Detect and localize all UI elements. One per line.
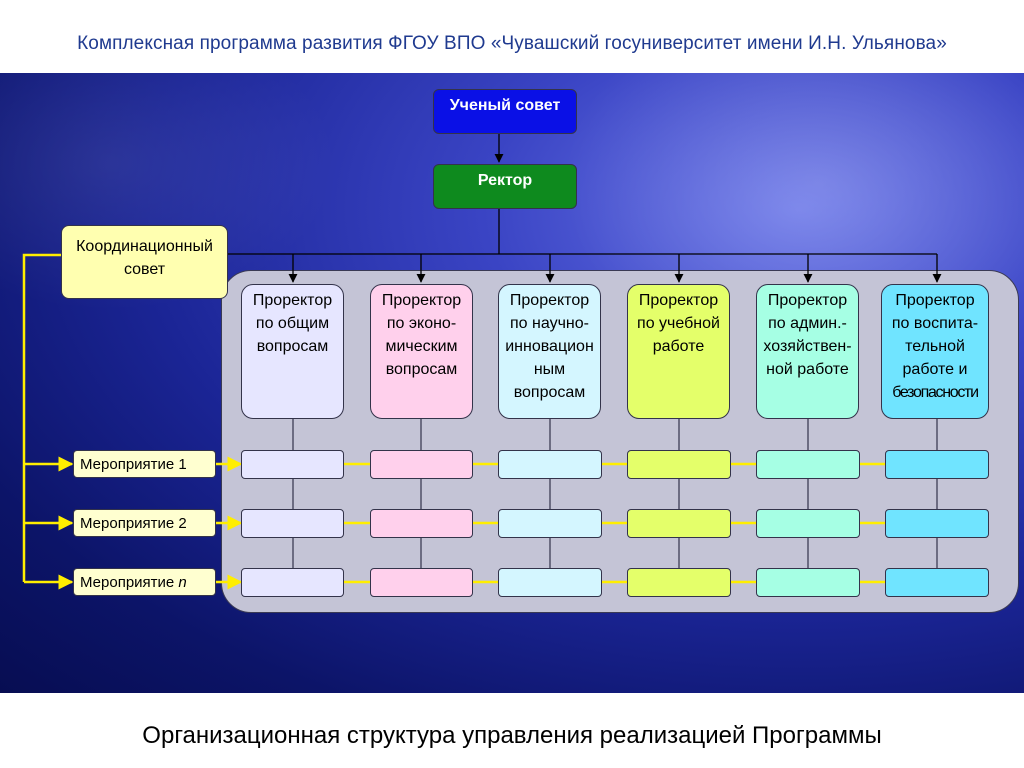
academic-council-box: Ученый совет [433, 89, 577, 134]
task-cell [241, 450, 344, 479]
rector-box: Ректор [433, 164, 577, 209]
task-cell [627, 450, 731, 479]
task-cell [370, 509, 473, 538]
vice-rector-economics: Проректор по эконо- мическим вопросам [370, 284, 473, 419]
rector-label: Ректор [477, 172, 533, 189]
task-2-prefix: Мероприятие [80, 514, 179, 532]
vice-rector-general-label: Проректор по общим вопросам [252, 292, 333, 355]
vice-rector-general: Проректор по общим вопросам [241, 284, 344, 419]
task-2-number: 2 [178, 514, 187, 532]
task-cell [885, 568, 989, 597]
task-cell [498, 568, 602, 597]
task-1-number: 1 [178, 455, 187, 473]
task-1-prefix: Мероприятие [80, 455, 179, 473]
task-cell [756, 568, 860, 597]
task-n-label: Мероприятие n [73, 568, 216, 596]
task-n-prefix: Мероприятие [80, 573, 179, 591]
vice-rector-education-label: Проректор по учебной работе [637, 292, 720, 355]
vice-rector-economics-label: Проректор по эконо- мическим вопросам [381, 292, 462, 378]
task-cell [885, 509, 989, 538]
academic-council-label: Ученый совет [449, 97, 561, 114]
task-2-label: Мероприятие 2 [73, 509, 216, 537]
task-cell [627, 509, 731, 538]
vice-rector-upbringing: Проректор по воспита- тельной работе и б… [881, 284, 989, 419]
vice-rector-research-label: Проректор по научно- инновацион ным вопр… [505, 292, 594, 401]
coordination-council-label: Координационный совет [76, 238, 213, 278]
task-cell [885, 450, 989, 479]
vice-rector-research: Проректор по научно- инновацион ным вопр… [498, 284, 601, 419]
task-1-label: Мероприятие 1 [73, 450, 216, 478]
task-cell [241, 568, 344, 597]
footer-caption: Организационная структура управления реа… [142, 722, 882, 749]
vice-rector-education: Проректор по учебной работе [627, 284, 730, 419]
vice-rector-upbringing-last-line: безопасности [892, 384, 979, 401]
task-cell [627, 568, 731, 597]
vice-rector-administration-label: Проректор по админ.- хозяйствен- ной раб… [763, 292, 852, 378]
task-cell [370, 450, 473, 479]
task-cell [498, 509, 602, 538]
vice-rector-administration: Проректор по админ.- хозяйствен- ной раб… [756, 284, 859, 419]
task-cell [370, 568, 473, 597]
header-title: Комплексная программа развития ФГОУ ВПО … [77, 33, 947, 54]
task-cell [498, 450, 602, 479]
task-n-number: n [178, 573, 187, 591]
task-cell [756, 450, 860, 479]
task-cell [756, 509, 860, 538]
vice-rector-upbringing-label: Проректор по воспита- тельной работе и б… [891, 292, 979, 401]
task-cell [241, 509, 344, 538]
coordination-council-box: Координационный совет [61, 225, 228, 299]
